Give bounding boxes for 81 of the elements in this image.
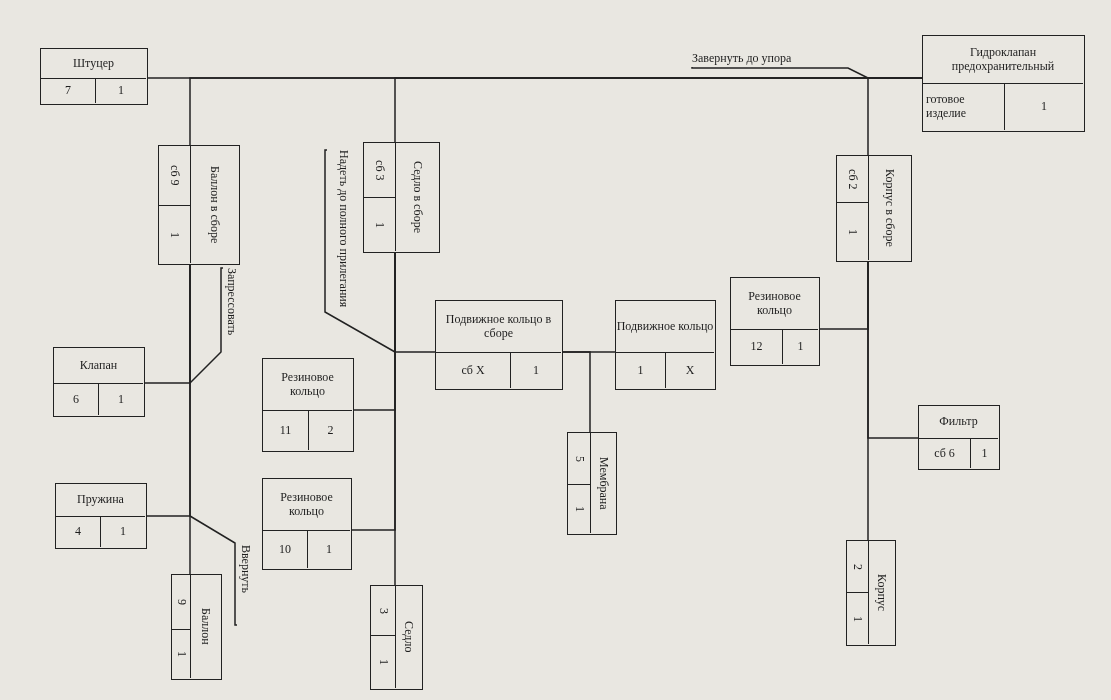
part-card <box>836 155 912 262</box>
part-card <box>53 347 145 417</box>
part-quantity: 1 <box>364 198 396 251</box>
instruction-note: Завернуть до упора <box>692 50 842 67</box>
part-name: Резиновое кольцо <box>263 359 352 411</box>
leader-line <box>691 66 869 79</box>
part-name: Седло <box>401 620 418 655</box>
part-card <box>363 142 440 253</box>
part-number: сб X <box>436 353 511 388</box>
part-card <box>730 277 820 366</box>
part-name: Корпус <box>874 572 891 614</box>
part-number: 1 <box>616 353 666 388</box>
connector-line <box>189 264 191 575</box>
instruction-note: Надеть до полного прилегания <box>327 150 359 310</box>
part-name: Мембрана <box>595 455 612 512</box>
part-name: Штуцер <box>41 49 146 79</box>
part-card <box>158 145 240 265</box>
part-number: 3 <box>371 586 396 636</box>
part-quantity: 1 <box>117 390 125 408</box>
part-card <box>846 540 896 646</box>
connector-line <box>867 261 869 541</box>
part-quantity: 1 <box>980 444 989 462</box>
part-card <box>262 478 352 570</box>
part-number: 7 <box>41 79 96 103</box>
part-name: Резиновое кольцо <box>263 479 350 531</box>
part-card <box>262 358 354 452</box>
part-name: Подвижное кольцо в сборе <box>436 301 561 353</box>
leader-line <box>324 149 396 353</box>
part-card <box>567 432 617 535</box>
part-name: Фильтр <box>919 406 998 439</box>
part-name: Корпус в сборе <box>882 168 899 249</box>
part-number: сб 2 <box>837 156 869 203</box>
part-name: Пружина <box>56 484 145 517</box>
part-number: 4 <box>56 517 101 547</box>
part-name: Подвижное кольцо <box>616 301 714 353</box>
part-quantity: X <box>684 361 696 379</box>
part-number: сб 9 <box>159 146 191 206</box>
part-number: 2 <box>847 541 869 593</box>
connector-line <box>394 252 436 353</box>
part-number: 12 <box>731 330 783 364</box>
part-name: Баллон в сборе <box>207 164 224 246</box>
part-quantity: 1 <box>172 630 191 678</box>
part-name: Клапан <box>54 348 143 384</box>
part-card <box>435 300 563 390</box>
part-card <box>918 405 1000 470</box>
part-quantity: 1 <box>847 593 869 644</box>
part-quantity: 1 <box>119 523 127 541</box>
leader-line <box>189 267 224 384</box>
part-quantity: 1 <box>532 361 540 379</box>
part-card <box>40 48 148 105</box>
part-quantity: 1 <box>159 206 191 263</box>
part-card <box>922 35 1085 132</box>
part-name: Гидроклапан предохранительный <box>923 36 1083 84</box>
connector-line <box>867 77 923 156</box>
part-number: 9 <box>172 575 191 630</box>
part-card <box>171 574 222 680</box>
instruction-note: Ввернуть <box>237 545 254 625</box>
part-number: 11 <box>263 411 309 450</box>
part-quantity: 1 <box>796 338 805 356</box>
part-name: Резиновое кольцо <box>731 278 818 330</box>
part-quantity: 1 <box>117 82 125 100</box>
part-quantity: 1 <box>568 485 591 533</box>
part-quantity: 1 <box>1040 98 1048 116</box>
part-number: 5 <box>568 433 591 485</box>
part-number: сб 6 <box>919 439 971 468</box>
part-name: Седло в сборе <box>409 160 426 235</box>
part-quantity: 2 <box>326 421 335 439</box>
part-card <box>55 483 147 549</box>
part-number: сб 3 <box>364 143 396 198</box>
part-number: 6 <box>54 384 99 415</box>
part-card <box>370 585 423 690</box>
part-card <box>615 300 716 390</box>
part-quantity: 1 <box>371 636 396 688</box>
part-name: Баллон <box>198 607 215 647</box>
part-quantity: 1 <box>325 540 333 558</box>
instruction-note: Запрессовать <box>223 268 240 380</box>
connector-line <box>562 351 591 433</box>
part-number: готовое изделие <box>923 84 1005 130</box>
leader-line <box>189 515 238 626</box>
part-quantity: 1 <box>837 203 869 260</box>
part-number: 10 <box>263 531 308 568</box>
